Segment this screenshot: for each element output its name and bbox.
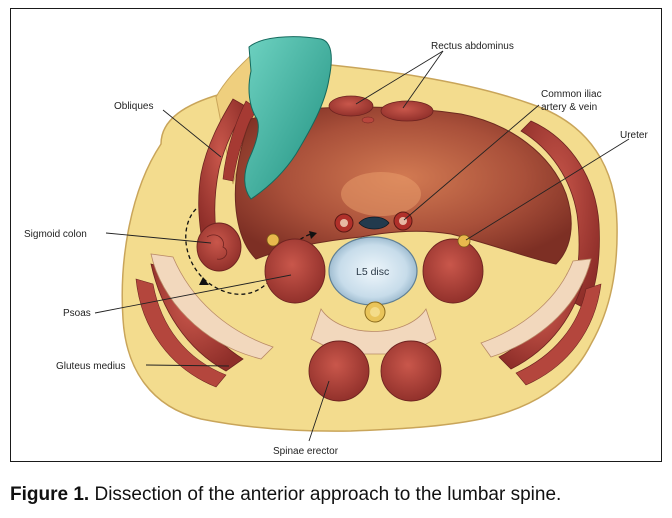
spinae-erector-left: [308, 340, 370, 402]
rectus-abdominus-right: [380, 100, 434, 122]
sigmoid-colon: [196, 222, 242, 272]
label-ureter: Ureter: [620, 130, 648, 141]
ureter-right: [457, 234, 471, 248]
label-gluteus-medius: Gluteus medius: [56, 361, 125, 372]
label-rectus-abdominus: Rectus abdominus: [431, 41, 514, 52]
label-spinae-erector: Spinae erector: [273, 446, 339, 457]
figure-caption: Figure 1. Dissection of the anterior app…: [10, 484, 561, 506]
leader-ureter: [465, 138, 630, 241]
ureter-left: [266, 233, 280, 247]
retractor: [244, 36, 332, 200]
psoas-left: [264, 238, 326, 304]
psoas-right: [422, 238, 484, 304]
label-psoas: Psoas: [63, 308, 91, 319]
caption-prefix: Figure 1.: [10, 484, 90, 505]
rectus-abdominus-left: [328, 95, 374, 117]
iliac-bone-left: [150, 253, 274, 360]
leader-rectus: [355, 50, 444, 105]
caption-text: Dissection of the anterior approach to t…: [89, 484, 562, 505]
label-sigmoid-colon: Sigmoid colon: [24, 229, 87, 240]
leader-obliques: [162, 109, 222, 158]
anatomy-diagram: Rectus abdominus Obliques Common iliac a…: [24, 36, 648, 457]
leader-iliac: [403, 104, 540, 221]
label-common-iliac-2: artery & vein: [541, 102, 597, 113]
leader-sigmoid: [105, 232, 212, 244]
label-obliques: Obliques: [114, 101, 153, 112]
leader-gluteus: [145, 364, 230, 367]
common-iliac-vein: [358, 216, 390, 230]
spinae-erector-right: [380, 340, 442, 402]
label-l5-disc: L5 disc: [356, 266, 389, 278]
label-common-iliac-1: Common iliac: [541, 89, 602, 100]
figure-frame: Rectus abdominus Obliques Common iliac a…: [10, 8, 662, 462]
iliac-bone-right: [480, 258, 592, 358]
leader-psoas: [94, 274, 292, 314]
leader-spinae: [308, 380, 330, 442]
